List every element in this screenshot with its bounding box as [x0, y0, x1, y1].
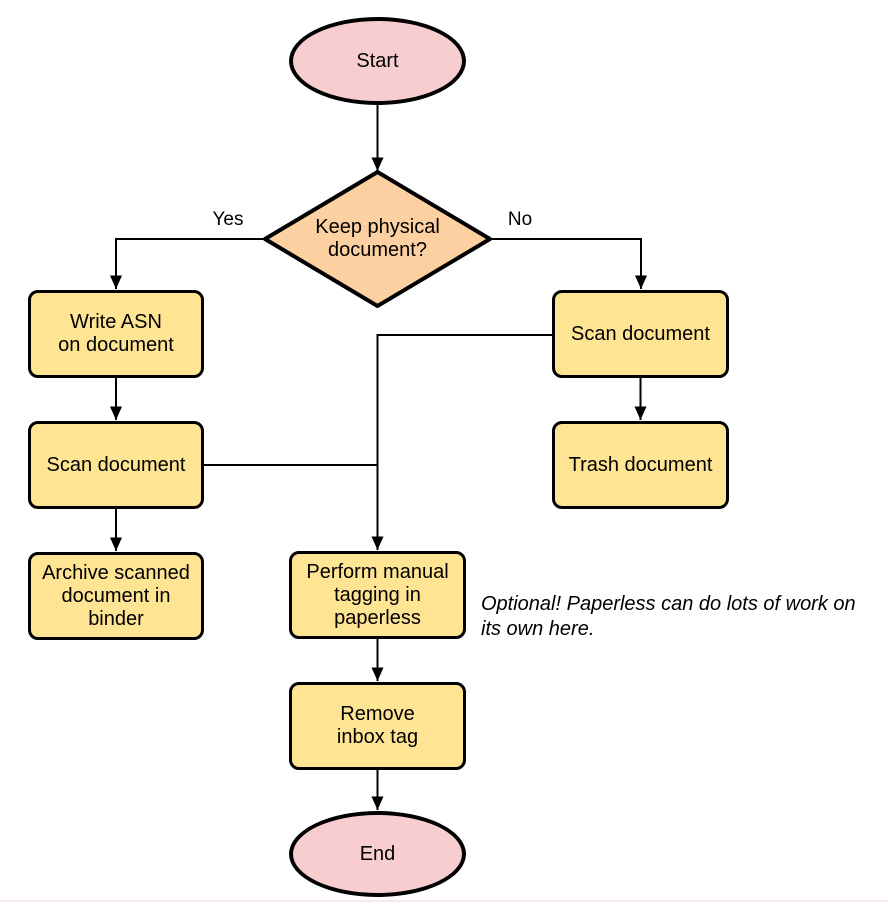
node-archive-in-binder: Archive scanned document in binder: [28, 552, 204, 640]
bottom-divider: [0, 900, 888, 902]
node-label: Write ASN on document: [58, 311, 174, 356]
edge-label-yes: Yes: [212, 209, 244, 230]
edge-label-no: No: [507, 209, 533, 230]
decision-diamond: [263, 170, 492, 308]
node-end: End: [289, 811, 466, 897]
edge-scan-right-to-perform-tagging: [371, 334, 552, 550]
node-label: Perform manual tagging in paperless: [306, 560, 449, 629]
node-label: Scan document: [46, 453, 186, 476]
node-label: Start: [356, 49, 399, 72]
edge-decision-yes-to-write-asn: [110, 238, 265, 289]
node-trash-document: Trash document: [552, 421, 729, 509]
node-decision: Keep physical document?: [277, 216, 478, 262]
node-perform-manual-tagging: Perform manual tagging in paperless: [289, 551, 466, 639]
node-label: Archive scanned document in binder: [42, 561, 190, 630]
node-write-asn: Write ASN on document: [28, 290, 204, 378]
node-label: Scan document: [571, 322, 710, 345]
annotation-optional: Optional! Paperless can do lots of work …: [481, 593, 856, 640]
node-label: End: [359, 842, 396, 865]
node-remove-inbox-tag: Remove inbox tag: [289, 682, 466, 770]
node-label: Trash document: [568, 453, 713, 476]
node-start: Start: [289, 17, 466, 105]
node-label: Keep physical document?: [315, 216, 440, 261]
node-scan-document-right: Scan document: [552, 290, 729, 378]
node-label: Remove inbox tag: [336, 703, 419, 748]
edge-decision-no-to-scan-right: [490, 238, 647, 289]
node-scan-document-left: Scan document: [28, 421, 204, 509]
